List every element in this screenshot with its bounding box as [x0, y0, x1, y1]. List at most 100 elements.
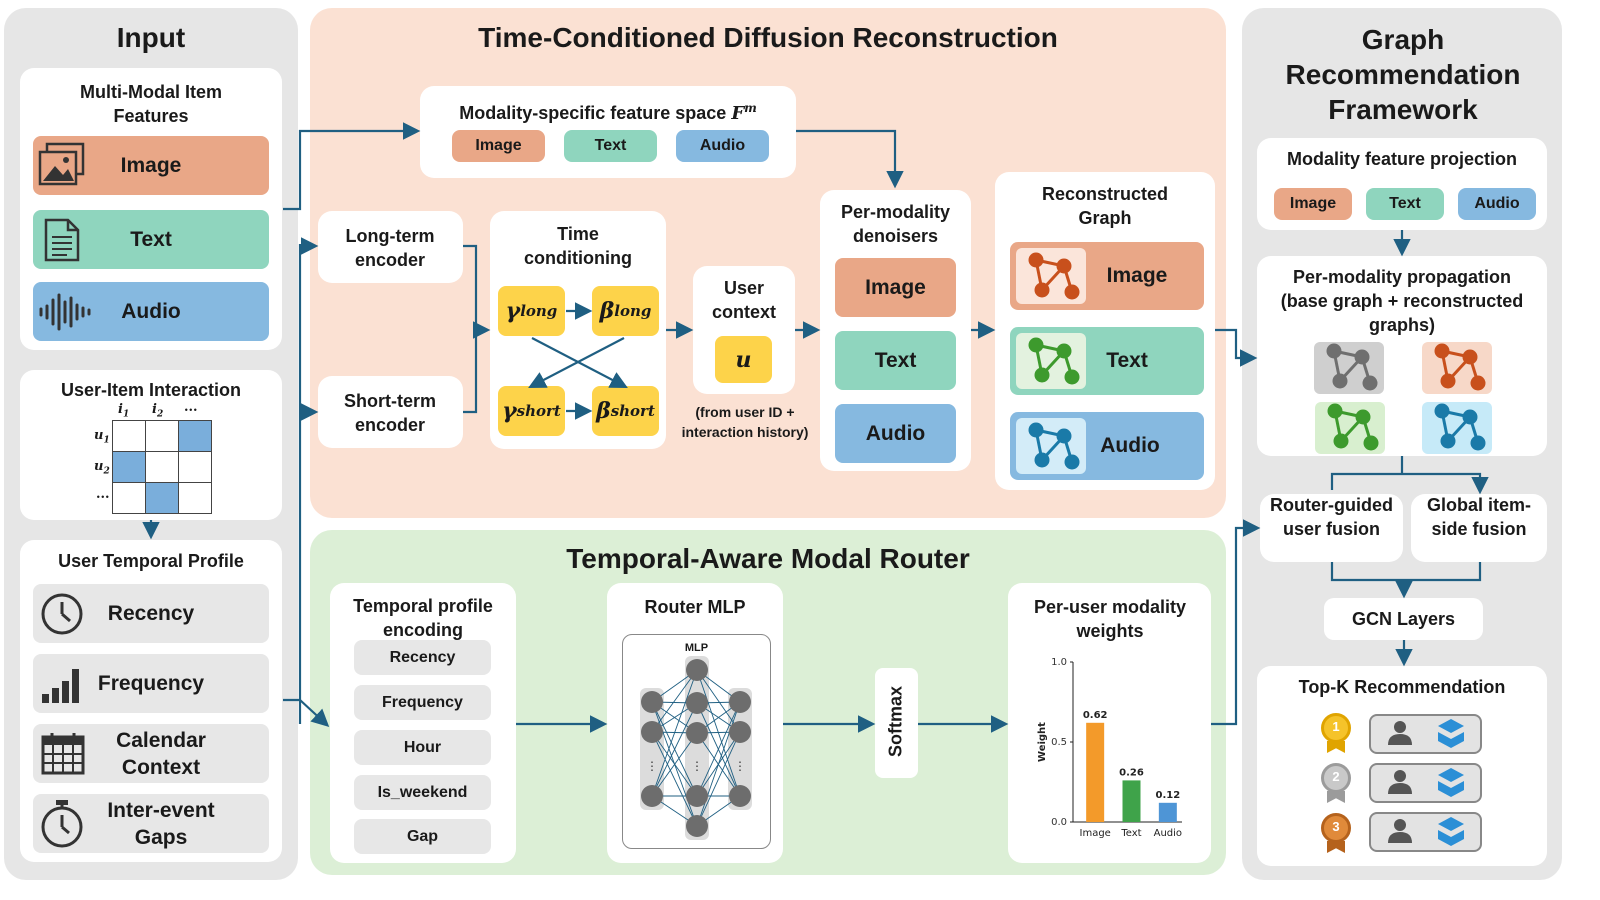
router-title: Temporal-Aware Modal Router [566, 543, 970, 574]
matrix-row-3: ... [96, 487, 110, 502]
mlp-label: MLP [684, 642, 709, 654]
graph-node [1462, 349, 1478, 365]
graph-node [1470, 375, 1486, 391]
matrix-cell-empty [112, 482, 146, 514]
denoisers-title: Per-modality denoisers [840, 202, 951, 246]
reconstructed-title: Reconstructed Graph [1041, 184, 1169, 228]
mlp-ellipsis: ⋮ [646, 759, 658, 773]
rank-3-medal: 3 [1319, 813, 1353, 853]
mlp-ellipsis: ⋮ [691, 759, 703, 773]
feature-space-text: Text [564, 130, 657, 162]
graph-image-icon-drawing [1028, 252, 1080, 300]
matrix-row-2: u2 [94, 459, 110, 477]
feature-space-image: Image [452, 130, 545, 162]
arrow-cross-2 [528, 337, 625, 389]
denoiser-image: Image [835, 258, 956, 317]
mlp-neuron [686, 785, 708, 807]
user-icon [1388, 832, 1412, 843]
encoding-card [330, 583, 516, 863]
denoiser-audio: Audio [835, 404, 956, 463]
medal-icon-bronze [1321, 813, 1351, 843]
graph-node [1363, 435, 1379, 451]
mlp-edge [696, 701, 741, 827]
bar-value-label: 0.12 [1155, 790, 1180, 801]
rank-3-number: 3 [1332, 819, 1340, 834]
matrix-col-3: ... [184, 400, 198, 415]
projection-audio: Audio [1458, 188, 1536, 220]
graph-node [1034, 452, 1050, 468]
graph-node [1064, 369, 1080, 385]
bar [1086, 722, 1105, 822]
matrix-row [112, 451, 212, 483]
mlp-neuron [729, 785, 751, 807]
rec-row-icons [1388, 719, 1464, 748]
bar-value-label: 0.62 [1083, 710, 1108, 721]
input-audio-pill: Audio [33, 282, 269, 341]
bar-value-label: 0.26 [1119, 767, 1144, 778]
graph-node [1434, 403, 1450, 419]
diffusion-title: Time-Conditioned Diffusion Reconstructio… [478, 22, 1058, 53]
feature-space-audio: Audio [676, 130, 769, 162]
topk-title: Top-K Recommendation [1298, 677, 1506, 697]
arrow-fusion-merge [1330, 562, 1482, 594]
long-encoder-label: Long-term encoder [345, 226, 435, 270]
graph-node [1362, 375, 1378, 391]
mlp-edge [696, 701, 741, 797]
rank-2-medal: 2 [1319, 763, 1353, 803]
graph-node [1028, 422, 1044, 438]
graph-node [1028, 337, 1044, 353]
stopwatch-icon [39, 797, 85, 855]
propagation-card [1257, 256, 1547, 456]
graph-node [1056, 258, 1072, 274]
matrix-row [112, 482, 212, 514]
graph-audio-icon-drawing [1028, 422, 1080, 470]
temporal-recency-label: Recency [107, 601, 195, 625]
box-icon [1438, 768, 1464, 797]
y-tick-label: 0.5 [1051, 737, 1067, 748]
graph-node [1355, 409, 1371, 425]
input-audio-label: Audio [121, 299, 181, 323]
temporal-frequency-label: Frequency [97, 671, 205, 695]
router-fusion-card [1260, 494, 1403, 562]
encoding-gap: Gap [354, 819, 491, 854]
image-icon [37, 140, 85, 196]
box-icon [1438, 817, 1464, 846]
temporal-gaps-label: Inter-event Gaps [107, 798, 215, 849]
user-icon [1388, 734, 1412, 745]
rec-row-icons [1388, 817, 1464, 846]
rank-1-medal: 1 [1319, 713, 1353, 753]
feature-space-title: Modality-specific feature space Fm [459, 101, 757, 124]
graph-text-propagation-drawing [1327, 403, 1379, 451]
mlp-edge [651, 731, 698, 827]
user-icon [1388, 783, 1412, 794]
mlp-neuron [686, 722, 708, 744]
calendar-icon [41, 731, 85, 781]
x-tick-label: Text [1120, 828, 1141, 839]
matrix-cell-empty [178, 482, 212, 514]
reconstructed-image-label: Image [1106, 264, 1168, 287]
arrow-recon-to-propagation [1215, 328, 1258, 367]
graph-audio-propagation-drawing [1434, 403, 1486, 451]
graph-node [1326, 343, 1342, 359]
graph-node [1034, 282, 1050, 298]
graph-base-drawing [1326, 343, 1378, 391]
temporal-calendar-label: Calendar Context [116, 728, 206, 779]
arrow-short-to-time [463, 330, 478, 414]
matrix-cell-filled [178, 420, 212, 452]
graph-rec-title: Graph Recommendation Framework [1285, 24, 1521, 125]
clock-icon [39, 591, 85, 643]
reconstructed-audio-label: Audio [1100, 434, 1160, 457]
mlp-neuron [686, 815, 708, 837]
temporal-frequency: Frequency [33, 654, 269, 713]
mlp-edge [696, 669, 741, 797]
y-tick-label: 1.0 [1051, 657, 1067, 668]
time-conditioning-title: Time conditioning [524, 224, 632, 268]
propagation-title: Per-modality propagation (base graph + r… [1280, 267, 1524, 335]
ribbon-gold [1327, 741, 1345, 753]
graph-node [1440, 373, 1456, 389]
reconstructed-image: Image [1010, 242, 1204, 310]
gcn-label: GCN Layers [1351, 609, 1456, 629]
bar-chart-icon [41, 664, 85, 710]
